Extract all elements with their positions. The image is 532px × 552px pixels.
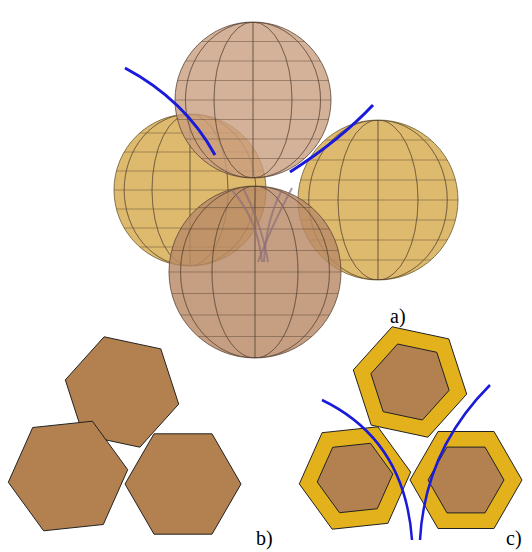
panel-label: b) (256, 528, 273, 548)
sphere (175, 22, 331, 178)
flow-curve (322, 400, 412, 540)
hexagon (125, 434, 241, 534)
hexagon-group (8, 337, 241, 534)
flow-curve (125, 68, 215, 155)
hexagon (8, 421, 127, 531)
hidden-curve (232, 188, 292, 262)
coating (353, 327, 466, 437)
coating (299, 427, 410, 529)
panel-label: c) (506, 528, 522, 548)
sphere-cluster (114, 22, 458, 358)
coating (410, 432, 522, 529)
flow-curve (420, 385, 490, 540)
sphere (169, 186, 341, 358)
panel-label: a) (390, 306, 406, 326)
flow-curve (290, 105, 373, 172)
hexagon (317, 443, 393, 512)
coated-hexagon-group (299, 327, 522, 540)
hexagon (371, 344, 449, 420)
